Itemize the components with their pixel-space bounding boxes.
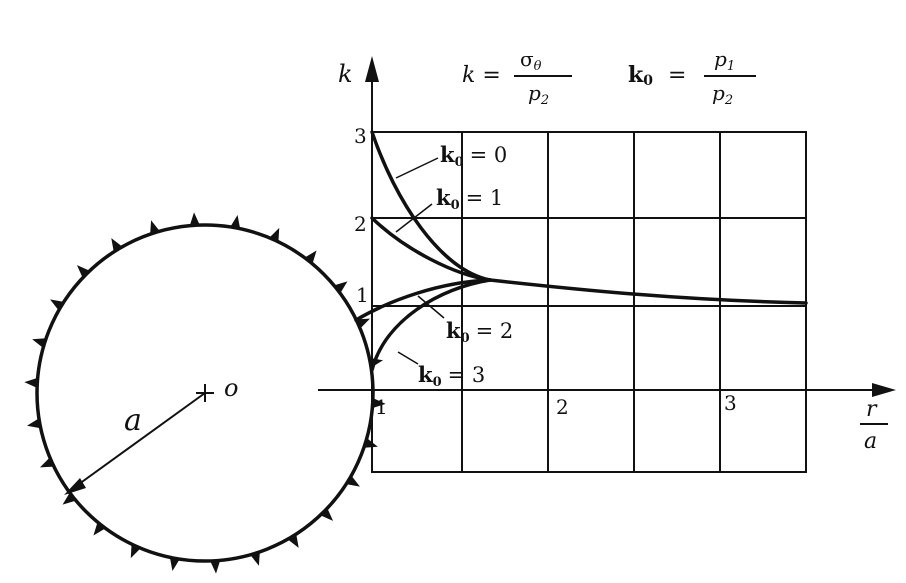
- radius-label: a: [124, 403, 142, 438]
- y-tick-label: 2: [354, 212, 367, 236]
- formula-k0: k0 = p1 p2: [628, 47, 756, 108]
- pressure-tooth-icon: [304, 250, 317, 264]
- curve-label-k0-1: k0= 1: [436, 185, 503, 213]
- formula-k0-left: k0: [628, 62, 653, 89]
- x-axis-label-numerator: r: [866, 397, 878, 422]
- formula-k-numerator: σθ: [520, 47, 542, 74]
- leader-line: [395, 157, 439, 179]
- formula-k0-numerator: p1: [714, 47, 735, 74]
- pressure-tooth-icon: [50, 299, 64, 311]
- curve-label-k0-3: k0= 3: [418, 362, 485, 390]
- pressure-tooth-icon: [230, 214, 241, 229]
- y-axis-label: k: [338, 60, 353, 88]
- pressure-tooth-icon: [210, 560, 221, 574]
- pressure-tooth-icon: [93, 522, 106, 536]
- axes: [318, 56, 896, 472]
- pressure-tooth-icon: [287, 534, 299, 548]
- pressure-tooth-icon: [334, 281, 348, 294]
- pressure-tooth-icon: [372, 398, 386, 409]
- radius-line: [67, 392, 206, 493]
- y-tick-label: 3: [354, 124, 367, 148]
- pressure-tooth-icon: [250, 551, 260, 566]
- y-tick-label: 1: [356, 283, 369, 307]
- pressure-tooth-icon: [32, 338, 47, 348]
- pressure-tooth-icon: [111, 238, 123, 252]
- pressure-tooth-icon: [346, 475, 360, 487]
- formula-k: k = σθ p2: [462, 47, 572, 108]
- pressure-tooth-icon: [26, 418, 41, 429]
- curve-k0-3: [370, 278, 492, 372]
- pressure-tooth-icon: [320, 508, 334, 521]
- curve-common-tail: [488, 278, 808, 305]
- pressure-tooth-icon: [150, 220, 160, 235]
- formula-k0-denominator: p2: [712, 81, 733, 108]
- pressure-tooth-icon: [39, 457, 54, 468]
- radius-arrow-icon: [64, 478, 86, 495]
- pressure-tooth-icon: [189, 212, 200, 226]
- x-tick-label: 3: [724, 391, 737, 415]
- hole-circle: o a: [24, 212, 386, 574]
- pressure-tooth-icon: [269, 227, 280, 242]
- leader-line: [397, 351, 419, 365]
- curves: [354, 130, 808, 372]
- x-tick-label: 2: [556, 395, 569, 419]
- x-axis-arrow-icon: [872, 383, 896, 397]
- formula-k0-equals: =: [668, 63, 686, 88]
- pressure-tooth-icon: [130, 544, 141, 559]
- pressure-teeth: [24, 212, 386, 574]
- curve-label-k0-0: k0= 0: [440, 142, 507, 170]
- circle-boundary: [35, 223, 375, 563]
- curve-label-k0-2: k0= 2: [446, 318, 513, 346]
- curve-k0-2: [354, 278, 492, 322]
- pressure-tooth-icon: [369, 357, 384, 368]
- pressure-tooth-icon: [76, 265, 90, 278]
- formula-k-denominator: p2: [528, 81, 549, 108]
- x-tick-label: 1: [375, 395, 388, 419]
- curve-k0-1: [370, 216, 492, 282]
- y-axis-arrow-icon: [365, 56, 379, 82]
- pressure-tooth-icon: [356, 318, 371, 329]
- pressure-tooth-icon: [169, 557, 180, 572]
- curve-k0-0: [370, 130, 492, 282]
- pressure-tooth-icon: [62, 492, 76, 505]
- pressure-tooth-icon: [363, 438, 378, 448]
- formula-k-left: k =: [462, 63, 501, 88]
- leader-line: [417, 295, 445, 319]
- x-axis-label-denominator: a: [864, 429, 877, 454]
- pressure-tooth-icon: [24, 377, 38, 388]
- center-label: o: [224, 374, 238, 402]
- leader-line: [395, 203, 433, 233]
- curve-labels: k0= 0 k0= 1 k0= 2 k0= 3: [395, 142, 513, 390]
